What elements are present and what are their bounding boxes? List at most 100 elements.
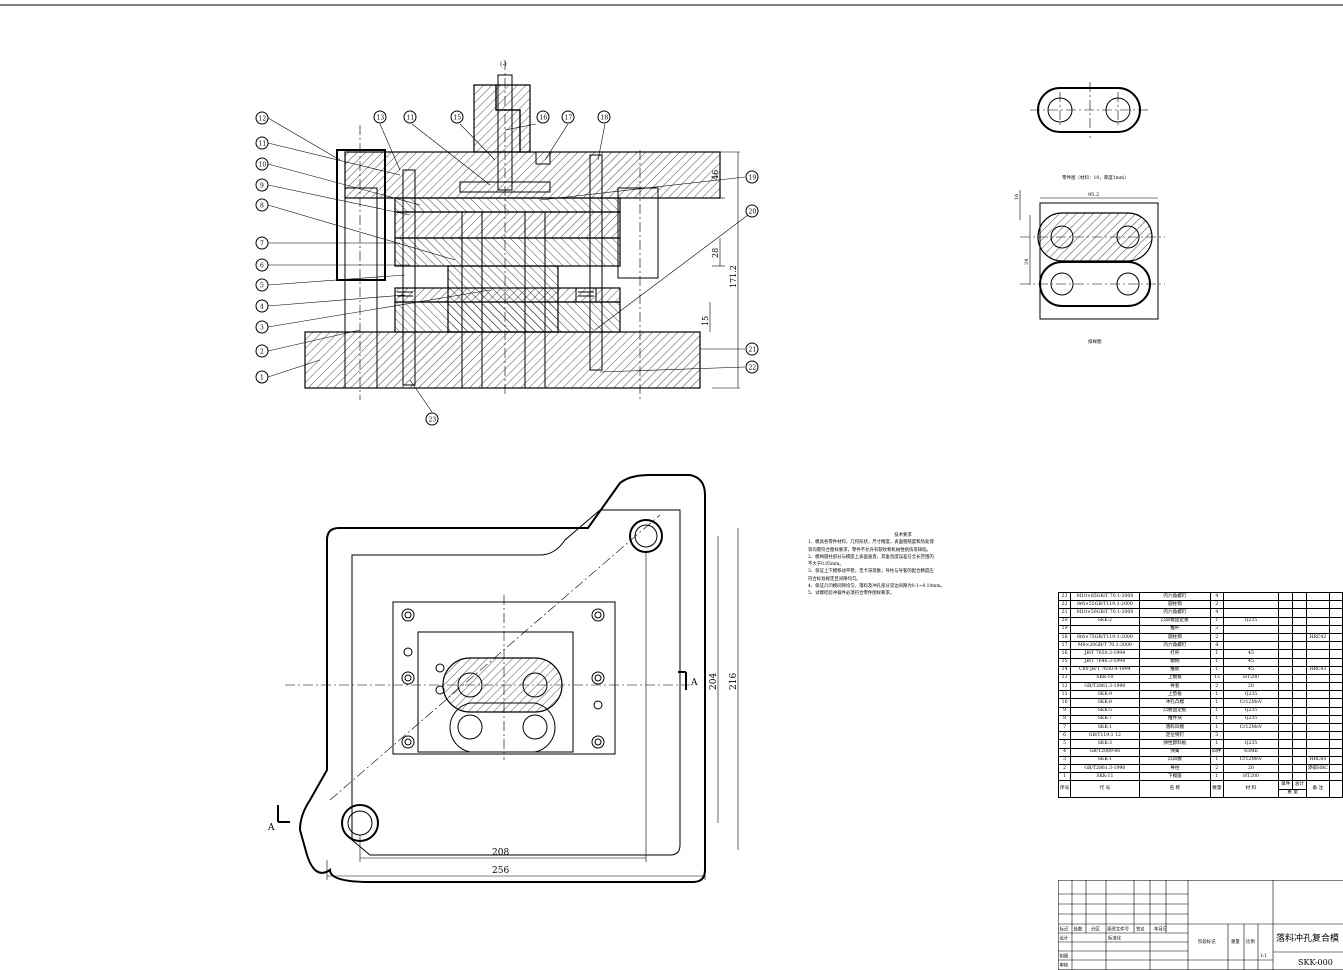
bom-cell-qty: 1 xyxy=(1210,657,1224,667)
bom-cell-total xyxy=(1292,714,1307,725)
bom-cell-material xyxy=(1222,600,1280,610)
bom-cell-note: 渗碳HRC xyxy=(1305,763,1330,774)
strip-layout: 95.2 24 16 排样图 xyxy=(1014,190,1165,345)
bom-cell-extra xyxy=(1328,600,1343,610)
bom-cell-qty: 3 xyxy=(1210,624,1224,634)
tech-title: 技术要求 xyxy=(894,533,912,538)
svg-text:15: 15 xyxy=(454,115,462,122)
bom-h-note: 备 注 xyxy=(1305,780,1330,798)
dim-171-2: 171.2 xyxy=(729,265,738,288)
bom-cell-extra xyxy=(1328,739,1343,749)
bom-cell-extra xyxy=(1328,624,1343,634)
bom-cell-no: 12 xyxy=(1057,682,1072,692)
bom-cell-name: 下模座 xyxy=(1138,772,1212,782)
balloon-10: 10 xyxy=(255,157,269,171)
tb-stage: 阶段标记 xyxy=(1198,938,1216,945)
bom-cell-qty: 1 xyxy=(1210,698,1224,708)
upper-backing-plate xyxy=(394,197,621,213)
bom-cell-note xyxy=(1305,690,1330,700)
bom-cell-name: 凸模固定板 xyxy=(1138,706,1212,716)
plan-diagonal-centerline xyxy=(329,514,661,801)
bom-cell-total xyxy=(1292,731,1307,741)
bom-cell-unit xyxy=(1278,616,1294,626)
bom-cell-total xyxy=(1292,772,1307,782)
bom-cell-total xyxy=(1292,763,1307,774)
bom-cell-material xyxy=(1222,731,1280,741)
bom-cell-total xyxy=(1292,665,1307,675)
strip-dim-pitch: 24 xyxy=(1024,259,1030,265)
bom-cell-name: 凸凹模 xyxy=(1138,755,1212,765)
bom-cell-extra xyxy=(1328,616,1343,626)
bom-cell-no: 10 xyxy=(1057,698,1072,708)
bom-cell-material: Cr12MoV xyxy=(1222,722,1280,733)
bom-cell-unit xyxy=(1278,608,1294,618)
bom-cell-extra xyxy=(1328,657,1343,667)
bom-cell-unit xyxy=(1278,772,1294,782)
bom-cell-qty: 1 xyxy=(1210,665,1224,675)
bom-cell-total xyxy=(1292,649,1307,659)
strip-blank-next xyxy=(1039,261,1151,307)
bom-cell-material xyxy=(1222,632,1280,643)
bom-cell-no: 16 xyxy=(1057,649,1072,659)
section-mark-right: A xyxy=(678,671,698,690)
svg-text:9: 9 xyxy=(260,183,264,190)
bom-cell-note xyxy=(1305,673,1330,684)
bom-cell-note xyxy=(1305,608,1330,618)
bom-cell-qty: 2 xyxy=(1210,682,1224,692)
bom-cell-note xyxy=(1305,698,1330,708)
svg-text:5: 5 xyxy=(260,283,264,290)
springs xyxy=(394,287,597,303)
tech-line-1: 1、模具各零件材料，几何形状，尺寸精度，表面粗糙度和热处理 xyxy=(808,540,934,546)
bom-h-qty: 数量 xyxy=(1210,780,1224,798)
balloon-8: 8 xyxy=(255,198,269,212)
strip-dim-width: 95.2 xyxy=(1088,192,1099,198)
bom-cell-unit xyxy=(1278,706,1294,716)
bom-cell-no: 17 xyxy=(1057,641,1072,651)
bom-cell-extra xyxy=(1328,665,1343,675)
balloon-7: 7 xyxy=(255,236,269,250)
bom-cell-qty: 1 xyxy=(1210,722,1224,733)
bom-cell-total xyxy=(1292,624,1307,634)
balloon-16: 16 xyxy=(536,110,550,124)
bom-cell-extra xyxy=(1328,747,1343,757)
balloon-18: 18 xyxy=(597,110,611,124)
bom-cell-no: 9 xyxy=(1057,706,1072,716)
guide-post-left xyxy=(344,187,378,389)
svg-text:11: 11 xyxy=(259,141,267,148)
lower-die-base-outline xyxy=(298,474,706,883)
bom-cell-note: HRC60 xyxy=(1305,755,1330,765)
bom-cell-total xyxy=(1292,673,1307,684)
bom-cell-qty: 13 xyxy=(1210,673,1224,684)
bom-cell-code: M8×20GB/T 70.1-2000 xyxy=(1070,641,1140,651)
tb-row-check: 审核 xyxy=(1060,962,1069,969)
strip-dim-edge: 16 xyxy=(1014,194,1020,200)
bom-cell-material xyxy=(1222,624,1280,634)
tb-scale: 比例 xyxy=(1246,938,1255,945)
bom-h-name: 名 称 xyxy=(1138,780,1212,798)
bom-cell-unit xyxy=(1278,690,1294,700)
strip-outline xyxy=(1039,202,1159,320)
svg-text:23: 23 xyxy=(429,417,437,424)
bom-cell-unit xyxy=(1278,747,1294,757)
bom-cell-extra xyxy=(1328,755,1343,765)
svg-text:4: 4 xyxy=(260,304,264,311)
tech-line-6: 符合标准规定且间隙均匀。 xyxy=(808,576,861,582)
bom-cell-code: SKK-1 xyxy=(1070,722,1140,733)
bom-cell-name: 模柄 xyxy=(1138,657,1212,667)
bom-cell-material: Cr12MoV xyxy=(1222,755,1280,765)
bom-cell-unit xyxy=(1278,649,1294,659)
guide-bushing-left xyxy=(336,149,386,281)
bom-cell-qty: 2 xyxy=(1210,763,1224,774)
tech-line-4: 不大于0.05mm。 xyxy=(808,562,844,568)
svg-text:6: 6 xyxy=(260,263,264,270)
bom-cell-qty: 1 xyxy=(1210,772,1224,782)
